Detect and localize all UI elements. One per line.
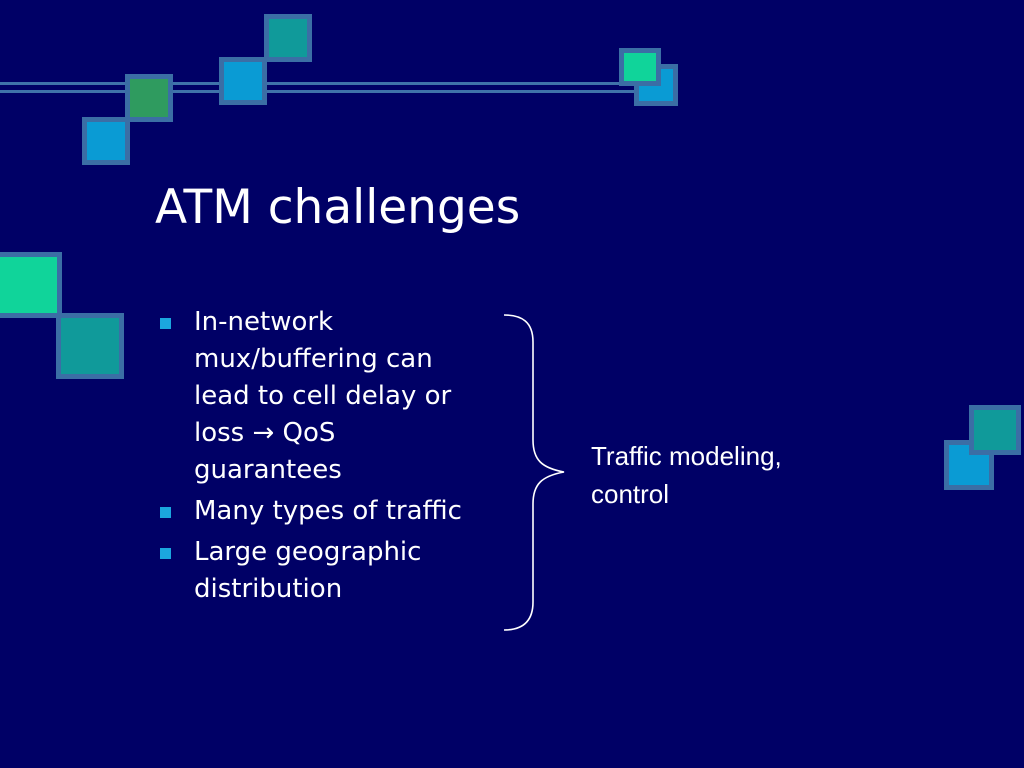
bullet-list: In-network mux/buffering can lead to cel… [158,304,498,612]
decorative-line [0,82,655,85]
decorative-square [56,313,124,379]
decorative-square [125,74,173,122]
decorative-square [0,252,62,318]
square-bullet-icon [160,548,171,559]
bullet-item: Many types of traffic [158,493,498,530]
brace-note: Traffic modeling, control [591,441,782,509]
slide-title: ATM challenges [155,180,521,235]
square-bullet-icon [160,318,171,329]
right-curly-brace-icon [503,314,565,631]
decorative-square [264,14,312,62]
bullet-item: Large geographic distribution [158,534,498,608]
bullet-text: In-network mux/buffering can lead to cel… [194,307,452,485]
bullet-text: Many types of traffic [194,496,462,526]
decorative-square [619,48,661,86]
decorative-square [219,57,267,105]
decorative-line [0,90,655,93]
decorative-square [82,117,130,165]
square-bullet-icon [160,507,171,518]
bullet-item: In-network mux/buffering can lead to cel… [158,304,498,489]
decorative-square [969,405,1021,455]
bullet-text: Large geographic distribution [194,537,422,604]
